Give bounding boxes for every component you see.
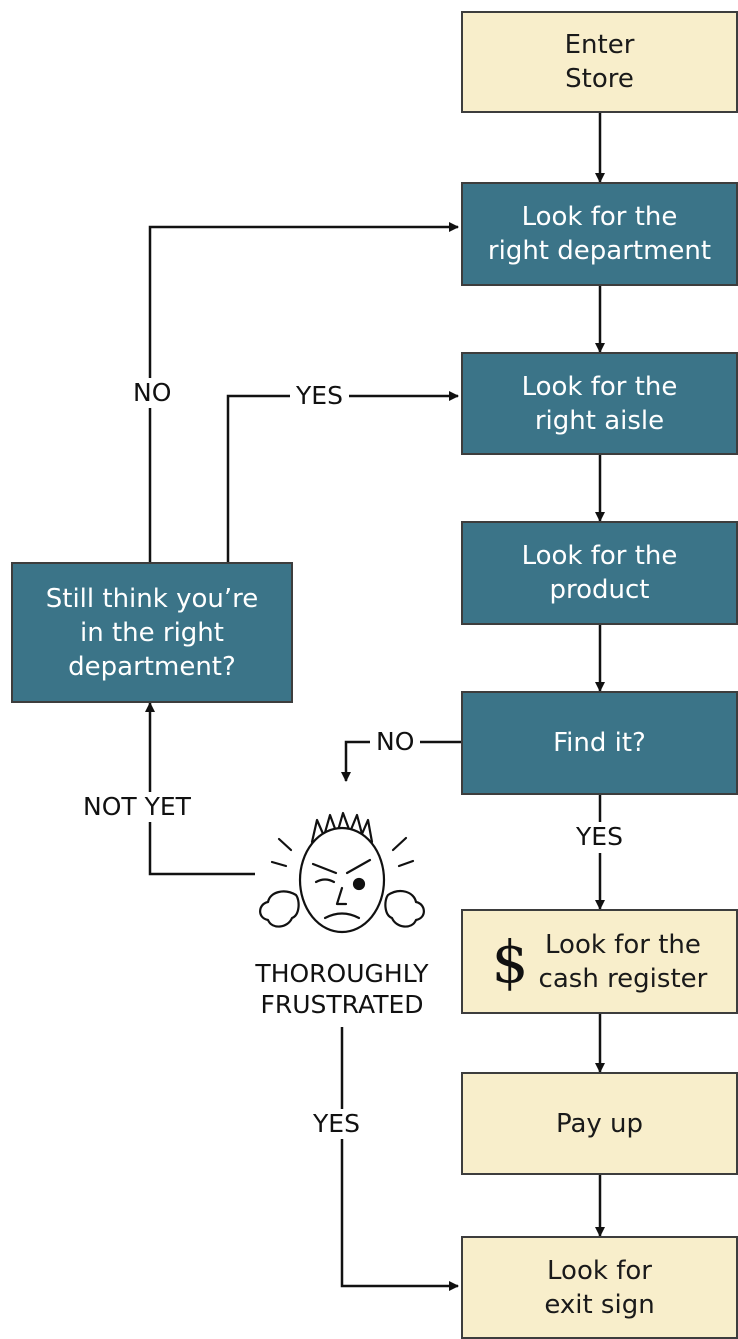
still-think-box: Still think you’re in the right departme… — [11, 562, 293, 703]
aisle-box: Look for the right aisle — [461, 352, 738, 455]
label-yes-top: YES — [290, 381, 349, 411]
pay-up-box: Pay up — [461, 1072, 738, 1175]
arrow-find-no-to-frustrated — [341, 740, 462, 782]
find-it-box: Find it? — [461, 691, 738, 795]
label-no-find: NO — [370, 727, 421, 757]
arrow-frustrated-yes-to-exit — [340, 1027, 459, 1291]
arrow-no-to-department — [148, 222, 459, 562]
arrow-not-yet-to-decision — [145, 702, 255, 876]
frustrated-caption: THOROUGHLY FRUSTRATED — [255, 959, 429, 1019]
dollar-sign-icon: $ — [491, 927, 529, 996]
enter-store-box: Enter Store — [461, 11, 738, 113]
label-no-left: NO — [127, 378, 178, 408]
product-box: Look for the product — [461, 521, 738, 625]
label-not-yet: NOT YET — [77, 792, 197, 822]
department-box: Look for the right department — [461, 182, 738, 286]
frustrated-face-icon — [259, 811, 425, 934]
cash-register-label: Look for the cash register — [538, 929, 708, 994]
cash-register-box: $ Look for the cash register — [461, 909, 738, 1014]
label-yes-bottom: YES — [307, 1109, 366, 1139]
exit-sign-box: Look for exit sign — [461, 1236, 738, 1339]
arrow-yes-to-aisle — [226, 391, 459, 562]
label-yes-find: YES — [570, 822, 629, 852]
